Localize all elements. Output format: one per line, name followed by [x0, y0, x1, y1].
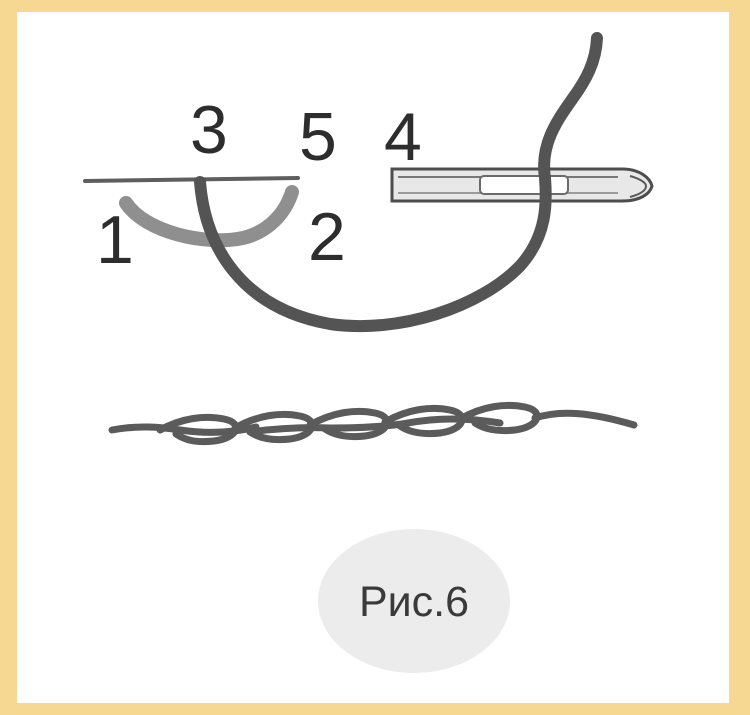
label-1: 1: [96, 202, 134, 278]
finished-stitch: [108, 401, 638, 446]
working-thread: [194, 32, 603, 333]
label-4: 4: [384, 99, 422, 175]
needle-icon: [390, 167, 654, 203]
label-5: 5: [299, 99, 337, 175]
previous-stitch: [119, 185, 299, 248]
label-2: 2: [308, 199, 346, 275]
figure-caption: Рис.6: [359, 578, 469, 626]
label-3: 3: [190, 92, 228, 168]
fabric-line: [83, 176, 300, 183]
caption-bubble: [318, 529, 510, 673]
